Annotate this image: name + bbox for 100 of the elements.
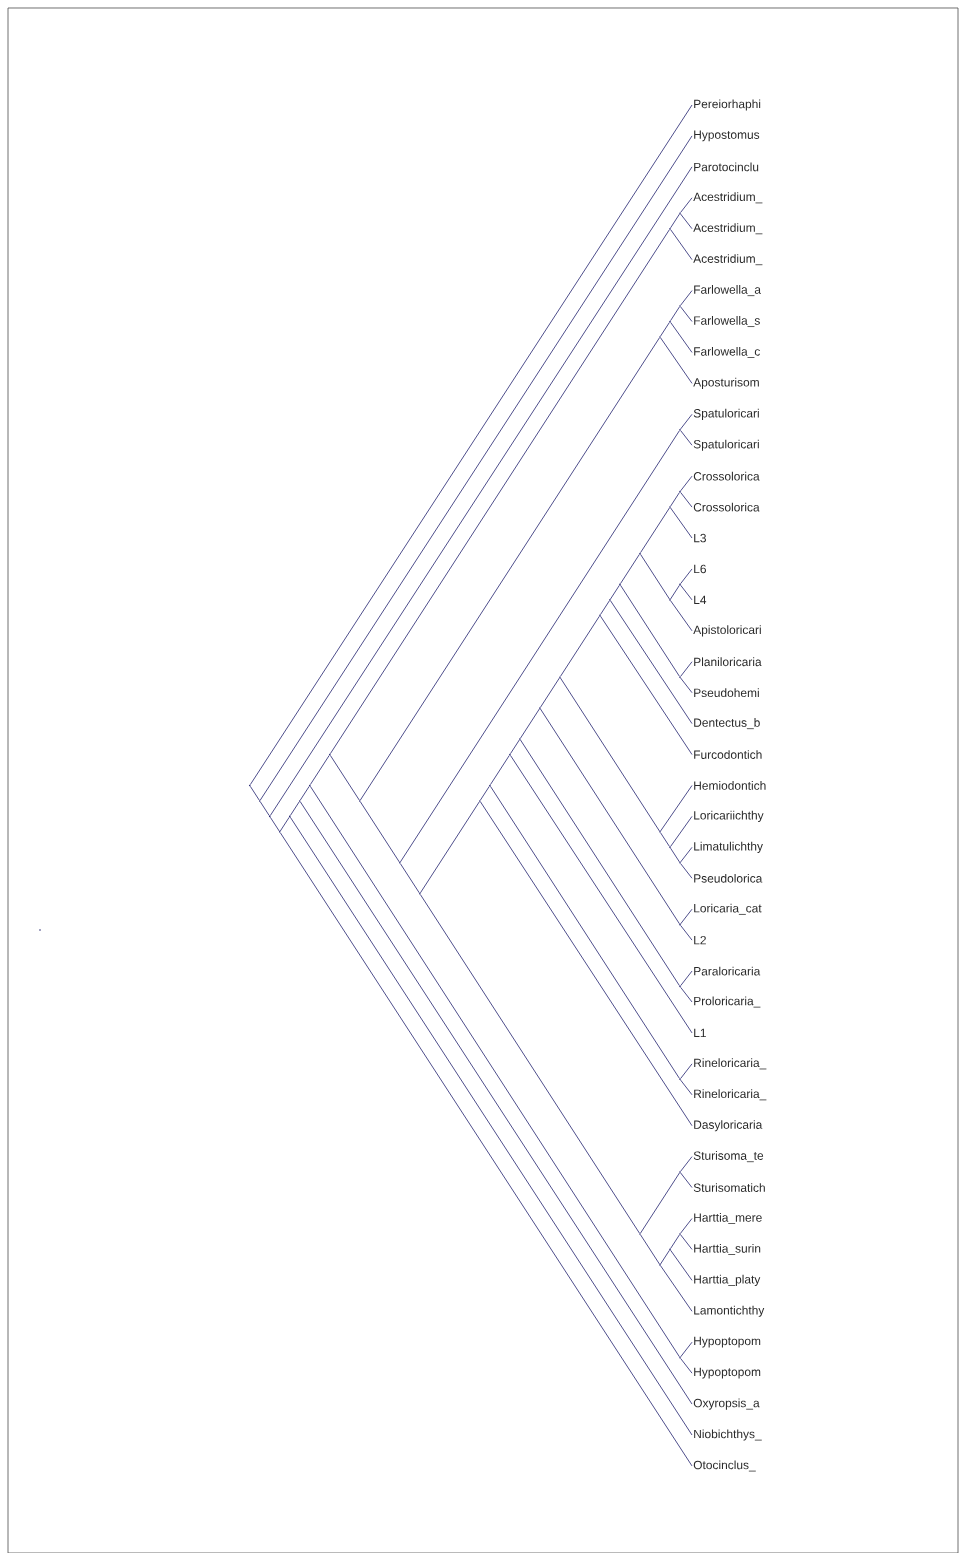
branch-line	[560, 677, 660, 832]
taxon-label: Lamontichthy	[694, 1305, 765, 1317]
branch-line	[680, 986, 693, 1003]
branch-line	[680, 846, 693, 863]
taxon-label: Proloricaria_	[694, 996, 761, 1008]
branch-line	[560, 615, 600, 677]
branch-line	[510, 754, 693, 1034]
branch-line	[680, 908, 693, 925]
branch-line	[680, 1358, 693, 1374]
branch-line	[680, 584, 693, 601]
taxon-label: Dentectus_b	[694, 718, 760, 730]
taxon-label: Furcodontich	[694, 750, 762, 759]
branch-line	[680, 1079, 693, 1096]
branch-line	[540, 677, 560, 708]
branch-line	[680, 1156, 693, 1172]
branch-line	[640, 507, 670, 554]
branch-line	[420, 894, 640, 1234]
branch-line	[400, 863, 420, 894]
taxon-label: Acestridium_	[693, 192, 763, 204]
branch-line	[680, 925, 693, 941]
taxon-label: Limatulichthy	[694, 841, 763, 853]
taxon-label: Acestridium_	[693, 223, 763, 235]
branch-line	[680, 290, 693, 306]
taxon-label: Paraloricaria	[694, 966, 761, 976]
branch-line	[680, 1218, 693, 1234]
branch-line	[520, 739, 680, 987]
branch-line	[249, 785, 260, 801]
branch-line	[670, 1249, 693, 1281]
taxon-label: Oxyropsis_a	[693, 1398, 760, 1410]
branch-line	[359, 801, 400, 863]
branch-line	[420, 801, 480, 894]
branch-line	[680, 1234, 693, 1250]
branch-line	[670, 847, 680, 863]
branch-line	[670, 816, 693, 847]
branch-line	[680, 197, 693, 213]
branch-line	[680, 1341, 693, 1358]
branch-line	[680, 213, 693, 230]
branch-line	[269, 816, 280, 832]
taxon-label: Harttia_mere	[694, 1213, 762, 1224]
taxon-label: Farlowella_a	[694, 285, 761, 297]
branch-line	[660, 832, 670, 847]
taxon-label: Harttia_platy	[694, 1274, 761, 1286]
branch-line	[670, 306, 680, 322]
taxon-label: Pereiorhaphi	[694, 99, 761, 111]
branch-line	[660, 785, 693, 832]
branch-line	[299, 785, 310, 801]
branch-line	[680, 661, 693, 677]
taxon-label: L3	[694, 533, 706, 543]
branch-line	[600, 615, 693, 755]
taxon-label: Crossolorica	[693, 471, 760, 481]
taxon-label: Rineloricaria_	[694, 1089, 767, 1101]
branch-line	[680, 492, 693, 508]
branch-line	[309, 755, 330, 786]
branch-line	[670, 213, 680, 229]
taxon-label: Otocinclus_	[693, 1460, 756, 1472]
taxon-label: Pseudohemi	[694, 688, 759, 698]
branch-line	[400, 430, 680, 863]
branch-line	[670, 600, 693, 632]
branch-line	[670, 507, 693, 539]
branch-line	[309, 785, 680, 1358]
branch-line	[480, 801, 693, 1127]
branch-line	[359, 337, 660, 801]
taxon-label: Dasyloricaria	[694, 1120, 763, 1132]
branch-line	[680, 413, 693, 430]
branch-line	[680, 430, 693, 446]
taxon-label: L6	[694, 564, 706, 574]
taxon-label: Apistoloricari	[693, 625, 761, 637]
taxon-label: Farlowella_c	[694, 346, 760, 358]
taxon-label: L2	[694, 935, 706, 945]
taxon-label: Spatuloricari	[693, 439, 759, 451]
taxon-label: Acestridium_	[693, 254, 763, 266]
branch-junction	[268, 815, 271, 818]
branch-line	[289, 801, 300, 816]
taxon-label: Pseudolorica	[694, 873, 763, 883]
branch-line	[490, 755, 510, 786]
taxon-label: L1	[694, 1028, 706, 1037]
taxon-label: Loricariichthy	[694, 810, 764, 822]
branch-line	[279, 816, 290, 832]
taxon-label: Hypoptopom	[694, 1367, 761, 1379]
taxon-label: Rineloricaria_	[694, 1058, 767, 1070]
branch-line	[620, 584, 680, 677]
branch-line	[329, 229, 670, 755]
branch-line	[620, 553, 640, 584]
taxon-label: Niobichthys_	[694, 1429, 762, 1441]
branch-line	[680, 475, 693, 492]
branch-line	[490, 785, 680, 1079]
branch-line	[680, 568, 693, 585]
branch-line	[600, 600, 610, 615]
branch-line	[610, 600, 693, 724]
branch-line	[670, 492, 680, 507]
taxon-label: Harttia_surin	[694, 1243, 761, 1255]
taxon-label: Planiloricaria	[694, 657, 762, 667]
branch-line	[480, 785, 490, 801]
branch-line	[540, 708, 680, 925]
branch-line	[670, 1234, 680, 1249]
branch-line	[640, 1172, 680, 1234]
taxon-label: Farlowella_s	[694, 316, 760, 328]
branch-line	[680, 863, 693, 879]
branch-line	[640, 1234, 660, 1265]
branch-line	[660, 321, 670, 337]
